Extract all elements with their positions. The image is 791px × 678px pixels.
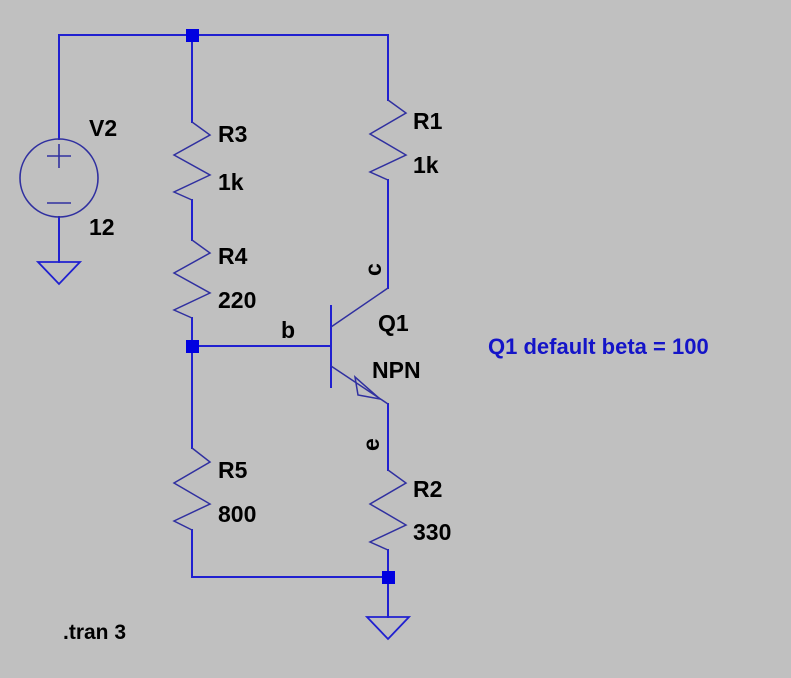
label-v2-value: 12 — [89, 214, 115, 240]
label-r4-value: 220 — [218, 287, 257, 313]
label-q1-base: b — [281, 317, 296, 343]
ground-symbol-main — [364, 616, 412, 641]
annotation-beta-note: Q1 default beta = 100 — [488, 334, 709, 359]
resistor-r4-body — [172, 239, 212, 319]
plus-sign-icon — [47, 144, 71, 168]
label-r5-value: 800 — [218, 501, 257, 527]
label-r5-name: R5 — [218, 457, 248, 483]
label-r2-name: R2 — [413, 476, 443, 502]
junction-node-top — [186, 29, 199, 42]
label-r3-name: R3 — [218, 121, 248, 147]
label-q1-collector: c — [360, 263, 386, 276]
label-v2-name: V2 — [89, 115, 118, 141]
label-q1-emitter: e — [358, 438, 384, 451]
label-r1-value: 1k — [413, 152, 439, 178]
voltage-source-v2[interactable] — [19, 138, 99, 218]
label-q1-type: NPN — [372, 357, 421, 383]
junction-node-ground — [382, 571, 395, 584]
junction-node-base — [186, 340, 199, 353]
simulation-directive: .tran 3 — [63, 621, 127, 644]
resistor-r3-body — [172, 121, 212, 201]
transistor-q1[interactable] — [330, 287, 389, 405]
resistor-r1-body — [368, 99, 408, 181]
transistor-emitter-arrow-icon — [353, 375, 383, 401]
label-q1-name: Q1 — [378, 310, 409, 336]
label-r2-value: 330 — [413, 519, 452, 545]
label-r4-name: R4 — [218, 243, 248, 269]
transistor-collector-lead — [330, 287, 389, 328]
label-r1-name: R1 — [413, 108, 443, 134]
resistor-r2-body — [368, 469, 408, 551]
ground-symbol-v2 — [35, 261, 83, 286]
junction-nodes — [186, 29, 395, 584]
resistor-r5-body — [172, 447, 212, 531]
voltage-source-circle — [19, 138, 99, 218]
label-r3-value: 1k — [218, 169, 244, 195]
